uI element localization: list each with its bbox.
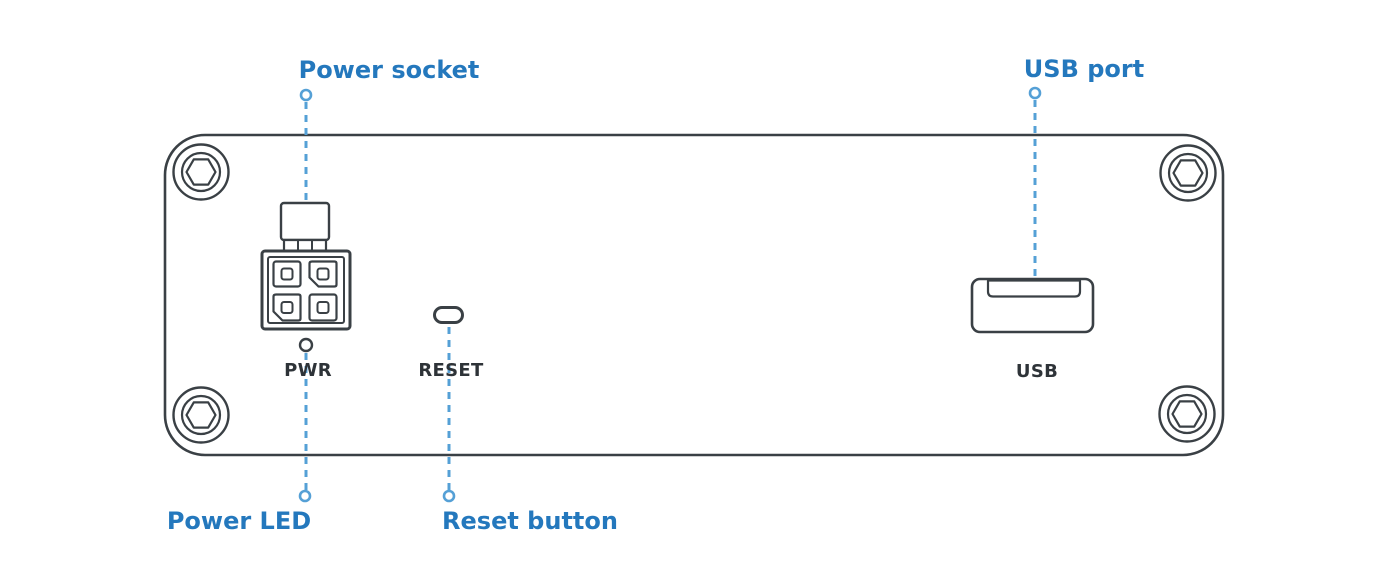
- callout-usb-port: USB port: [1023, 55, 1145, 83]
- screw-bottom-right-icon: [1158, 385, 1216, 443]
- leader-dot-power-led: [298, 489, 312, 503]
- callout-power-led: Power LED: [166, 507, 312, 535]
- panel-label-pwr: PWR: [284, 360, 332, 381]
- callout-power-socket: Power socket: [298, 56, 480, 84]
- leader-line-power-socket: [299, 88, 313, 202]
- power-led-indicator: [298, 337, 314, 353]
- leader-line-power-led: [298, 353, 312, 503]
- leader-line-usb-port: [1028, 86, 1042, 279]
- screw-top-right-icon: [1159, 144, 1217, 202]
- device-outline: [163, 133, 1225, 457]
- reset-hole: [433, 306, 464, 324]
- power-socket-connector: [260, 201, 352, 331]
- screw-top-left-icon: [172, 143, 230, 201]
- callout-reset-button: Reset button: [442, 507, 618, 535]
- leader-line-reset-button: [442, 327, 456, 503]
- panel-label-usb: USB: [1015, 361, 1059, 382]
- leader-dot-power-socket: [299, 88, 313, 102]
- usb-port-connector: [970, 277, 1095, 334]
- panel-label-reset: RESET: [418, 360, 484, 381]
- leader-dot-reset-button: [442, 489, 456, 503]
- leader-dot-usb-port: [1028, 86, 1042, 100]
- screw-bottom-left-icon: [172, 386, 230, 444]
